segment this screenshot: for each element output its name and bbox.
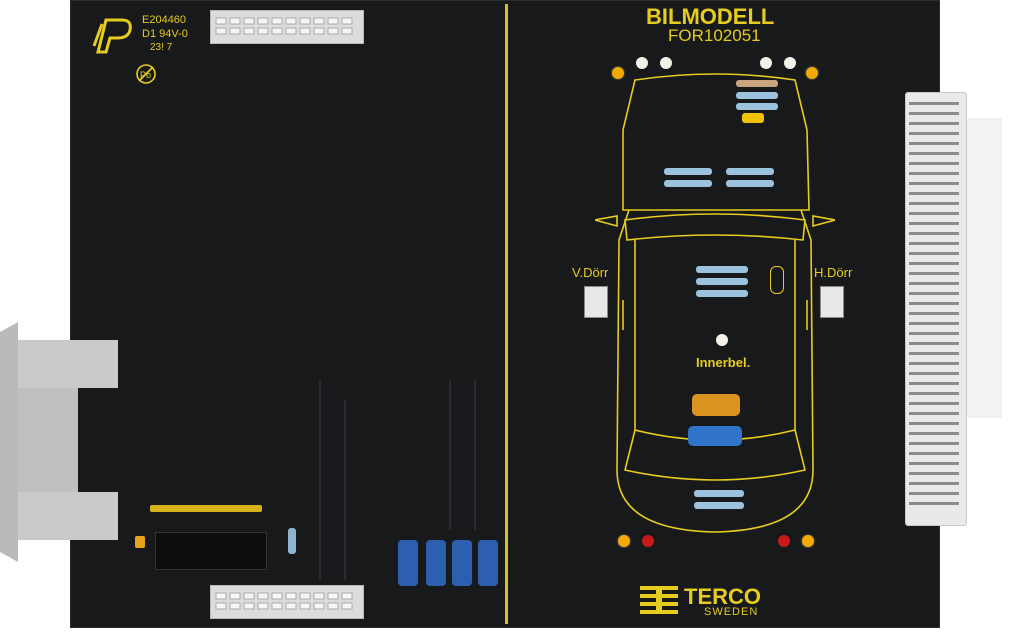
led-front-left-white-1 [636, 57, 648, 69]
cert-line-1: E204460 [142, 14, 187, 26]
brand-subtitle: SWEDEN [704, 606, 759, 618]
capacitor-blue [688, 426, 742, 446]
resistor-top-3 [736, 103, 778, 110]
resistor-center-3 [696, 290, 748, 297]
capacitor-3 [452, 540, 472, 586]
cert-line-3: 23! 7 [150, 42, 173, 53]
led-front-right-white-2 [784, 57, 796, 69]
led-front-left-yellow [612, 67, 624, 79]
ribbon-header-bottom-pins [215, 592, 353, 610]
left-door-switch[interactable] [584, 286, 608, 318]
led-rear-left-red [642, 535, 654, 547]
interior-light-label: Innerbel. [696, 355, 751, 370]
led-front-left-white-2 [660, 57, 672, 69]
capacitor-4 [478, 540, 498, 586]
ribbon-header-top [210, 10, 364, 44]
led-rear-right-yellow [802, 535, 814, 547]
ribbon-header-bottom [210, 585, 364, 619]
capacitor-1 [398, 540, 418, 586]
resistor-vertical [288, 528, 296, 554]
diode [742, 113, 764, 123]
cert-line-2: D1 94V-0 [142, 28, 188, 40]
ribbon-header-top-pins [215, 17, 353, 35]
led-interior [716, 334, 728, 346]
board-title: BILMODELL [646, 4, 775, 29]
capacitor-2 [426, 540, 446, 586]
left-door-label: V.Dörr [572, 265, 609, 280]
led-rear-right-red [778, 535, 790, 547]
resistor-bottom-1 [694, 490, 744, 497]
board-code: FOR102051 [668, 26, 761, 45]
pcb-traces [319, 380, 476, 580]
mounting-bracket [0, 322, 122, 562]
terco-logo-icon [640, 586, 678, 614]
resistor-bottom-2 [694, 502, 744, 509]
led-front-right-white-1 [760, 57, 772, 69]
capacitor-orange [692, 394, 740, 416]
resistor-top-2 [736, 92, 778, 99]
resistor-center-1 [696, 266, 748, 273]
resistor-mid-4 [726, 180, 774, 187]
manufacturer-logo-icon [92, 18, 132, 54]
brand-name: TERCO [684, 584, 761, 609]
right-door-label: H.Dörr [814, 265, 853, 280]
resistor-center-2 [696, 278, 748, 285]
resistor-mid-2 [664, 180, 712, 187]
led-rear-left-yellow [618, 535, 630, 547]
lead-free-icon: Pb [136, 64, 156, 84]
connector-pins [909, 102, 959, 505]
resistor-mid-1 [664, 168, 712, 175]
divider-line [505, 4, 508, 624]
car-outline-diagram [595, 73, 835, 533]
resistor-network [150, 505, 262, 512]
ic-chip [155, 532, 267, 570]
resistor-top-1 [736, 80, 778, 87]
right-door-switch[interactable] [820, 286, 844, 318]
resistor-mid-3 [726, 168, 774, 175]
led-front-right-yellow [806, 67, 818, 79]
capacitor-small [135, 536, 145, 548]
transistor-outline [770, 266, 784, 294]
